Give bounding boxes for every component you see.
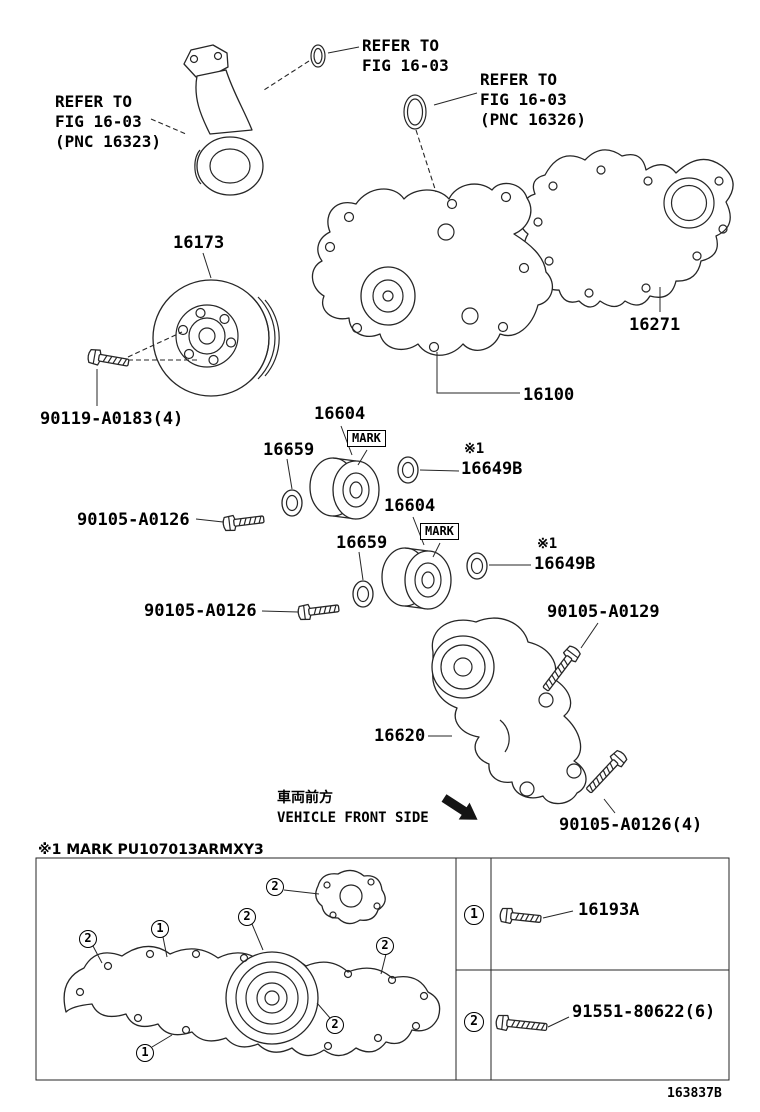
legend-row1-part: 16193A (578, 900, 640, 920)
tensioner-16620-drawing (431, 617, 587, 805)
part-label-90105-A0129: 90105-A0129 (547, 602, 660, 622)
refer-line: FIG 16-03 (480, 90, 567, 109)
pulley-16173-drawing (152, 279, 280, 397)
refer-note-left: REFER TO FIG 16-03 (PNC 16323) (55, 92, 161, 152)
part-label-90105-A0126-upper: 90105-A0126 (77, 510, 190, 530)
callout-number: 1 (136, 1044, 154, 1062)
callout-number: 2 (79, 930, 97, 948)
part-label-16271: 16271 (629, 315, 681, 335)
callout-number: 1 (151, 920, 169, 938)
callout-number: 2 (266, 878, 284, 896)
water-pump-16100-drawing (311, 182, 554, 356)
part-label-16173: 16173 (173, 233, 225, 253)
bolt-90119-A0183-drawing (86, 347, 131, 371)
part-label-16604-lower: 16604 (384, 496, 436, 516)
star-note-upper: ※1 (464, 441, 485, 457)
callout-number: 2 (326, 1016, 344, 1034)
part-label-90105-A0126-lower: 90105-A0126 (144, 601, 257, 621)
washer-16659-upper-drawing (281, 489, 303, 517)
mark-box-upper: MARK (347, 430, 386, 447)
legend-row2-part: 91551-80622(6) (572, 1002, 716, 1022)
o-ring-large-drawing (403, 94, 427, 130)
front-side-label-jp: 車両前方 (277, 790, 333, 806)
part-label-16659-lower: 16659 (336, 533, 388, 553)
legend-table-drawing (455, 857, 730, 1081)
star-note-lower: ※1 (537, 536, 558, 552)
refer-line: (PNC 16326) (480, 110, 586, 129)
idler-16604-lower-drawing (381, 547, 452, 610)
refer-line: (PNC 16323) (55, 132, 161, 151)
refer-line: REFER TO (55, 92, 133, 111)
washer-16659-lower-drawing (352, 580, 374, 608)
gasket-16271-drawing (520, 149, 734, 308)
part-label-16100: 16100 (523, 385, 575, 405)
water-inlet-drawing (183, 44, 264, 196)
idler-16604-upper-drawing (309, 457, 380, 520)
refer-note-right: REFER TO FIG 16-03 (PNC 16326) (480, 70, 586, 130)
o-ring-small-drawing (310, 44, 326, 68)
part-label-90119-A0183: 90119-A0183(4) (40, 409, 184, 429)
refer-line: REFER TO (362, 36, 440, 55)
document-id: 163837B (667, 1086, 722, 1101)
part-label-16649B-upper: 16649B (461, 459, 523, 479)
refer-line: REFER TO (480, 70, 558, 89)
leader-lines (96, 46, 661, 814)
front-direction-arrow (441, 794, 478, 820)
mark-footnote: ※1 MARK PU107013ARMXY3 (38, 842, 264, 858)
part-label-90105-A0126x4: 90105-A0126(4) (559, 815, 703, 835)
part-label-16620: 16620 (374, 726, 426, 746)
collar-16649B-upper-drawing (397, 456, 419, 484)
bolt-90105-A0126-lower-drawing (296, 600, 341, 622)
mark-box-lower: MARK (420, 523, 459, 540)
refer-line: FIG 16-03 (362, 56, 449, 75)
part-label-16649B-lower: 16649B (534, 554, 596, 574)
callout-number: 2 (376, 937, 394, 955)
legend-row2-number: 2 (464, 1012, 484, 1032)
refer-note-top: REFER TO FIG 16-03 (362, 36, 449, 76)
legend-bolt-91551-drawing (494, 1013, 549, 1036)
part-label-16659-upper: 16659 (263, 440, 315, 460)
front-side-label-en: VEHICLE FRONT SIDE (277, 810, 429, 826)
refer-line: FIG 16-03 (55, 112, 142, 131)
inset-box-drawing (35, 857, 457, 1081)
bolt-90105-A0126-upper-drawing (221, 511, 266, 533)
bolt-90105-A0126x4-drawing (582, 747, 630, 797)
legend-bolt-16193A-drawing (498, 906, 543, 928)
legend-row1-number: 1 (464, 905, 484, 925)
collar-16649B-lower-drawing (466, 552, 488, 580)
part-label-16604-upper: 16604 (314, 404, 366, 424)
callout-number: 2 (238, 908, 256, 926)
